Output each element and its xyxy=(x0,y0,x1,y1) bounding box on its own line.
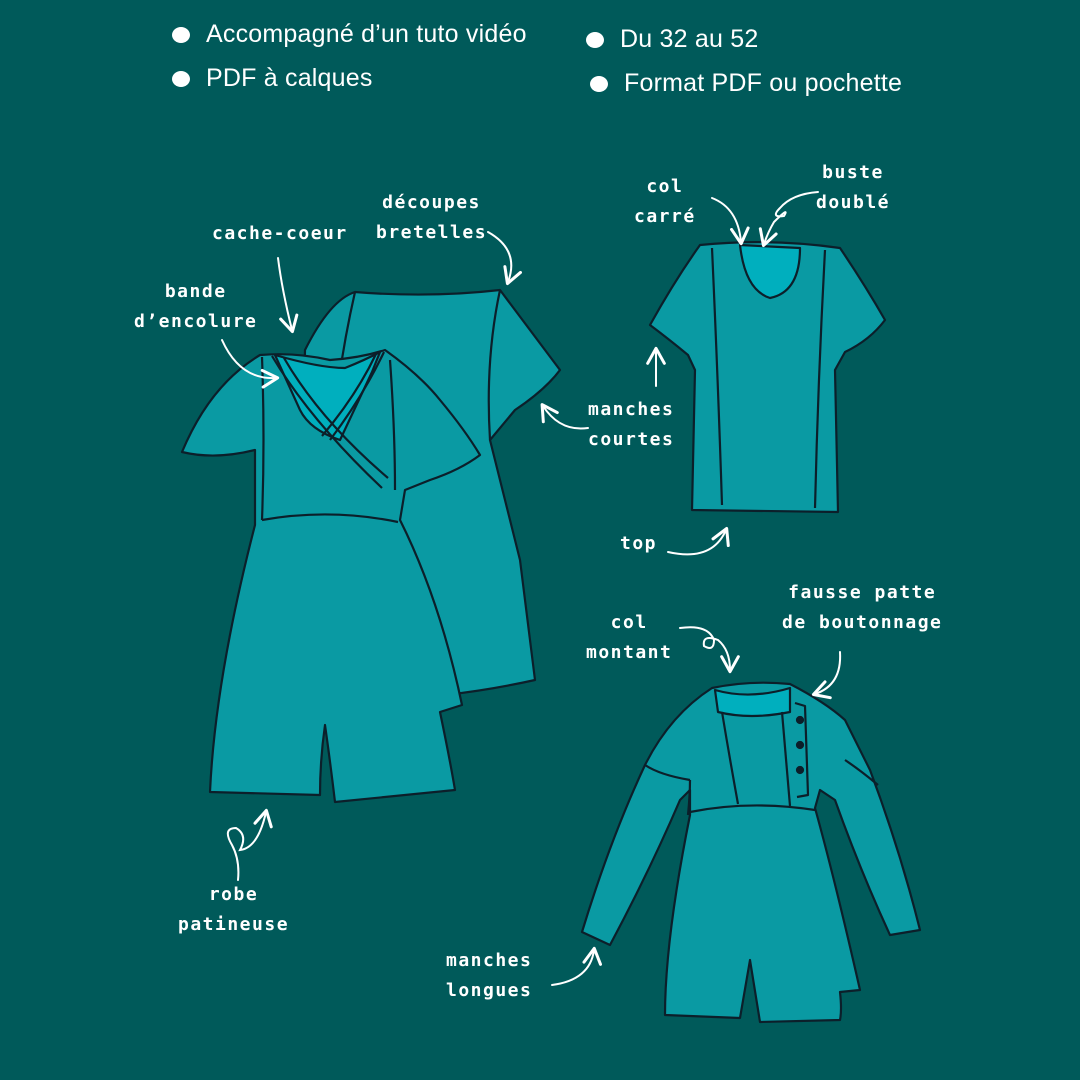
label-col-montant: col montant xyxy=(586,612,673,663)
label-col-carre: col carré xyxy=(634,176,696,227)
arrow-cache-coeur xyxy=(277,257,299,334)
arrow-buste-double xyxy=(758,191,819,248)
label-manches-courtes: manches courtes xyxy=(588,399,675,450)
arrow-col-montant xyxy=(679,626,740,674)
arrow-fausse-patte xyxy=(811,651,842,700)
feature-label: Format PDF ou pochette xyxy=(624,69,903,97)
bullet-icon xyxy=(586,31,604,48)
bullet-icon xyxy=(172,26,190,43)
feature-tailles: Du 32 au 52 xyxy=(586,25,758,54)
arrow-robe-patineuse xyxy=(226,808,273,881)
arrow-decoupes-bretelles xyxy=(487,231,522,286)
arrow-bande-encolure xyxy=(221,339,280,389)
label-robe-patineuse: robe patineuse xyxy=(178,884,290,935)
label-buste-double: buste doublé xyxy=(816,162,891,213)
annotation-arrows xyxy=(221,191,842,986)
feature-format: Format PDF ou pochette xyxy=(590,69,902,98)
bullet-icon xyxy=(172,70,190,87)
label-bande-encolure: bande d’encolure xyxy=(134,281,258,332)
arrow-manches-courtes xyxy=(540,403,589,430)
label-top: top xyxy=(620,533,658,554)
feature-label: Accompagné d’un tuto vidéo xyxy=(206,20,527,48)
label-cache-coeur: cache-coeur xyxy=(212,223,348,244)
label-fausse-patte: fausse patte de boutonnage xyxy=(782,582,943,633)
bullet-icon xyxy=(590,75,608,92)
feature-label: Du 32 au 52 xyxy=(620,25,759,53)
dress-front-view xyxy=(180,348,482,804)
label-manches-longues: manches longues xyxy=(446,950,533,1001)
top-illustration xyxy=(648,241,887,514)
label-decoupes-bretelles: découpes bretelles xyxy=(376,192,488,243)
arrow-manches-longues xyxy=(551,946,602,986)
romper-illustration xyxy=(580,681,922,1024)
feature-pdf-calques: PDF à calques xyxy=(172,64,373,93)
feature-tuto-video: Accompagné d’un tuto vidéo xyxy=(172,20,527,49)
feature-label: PDF à calques xyxy=(206,64,373,92)
arrow-col-carre xyxy=(711,197,750,246)
arrow-top xyxy=(667,526,730,556)
